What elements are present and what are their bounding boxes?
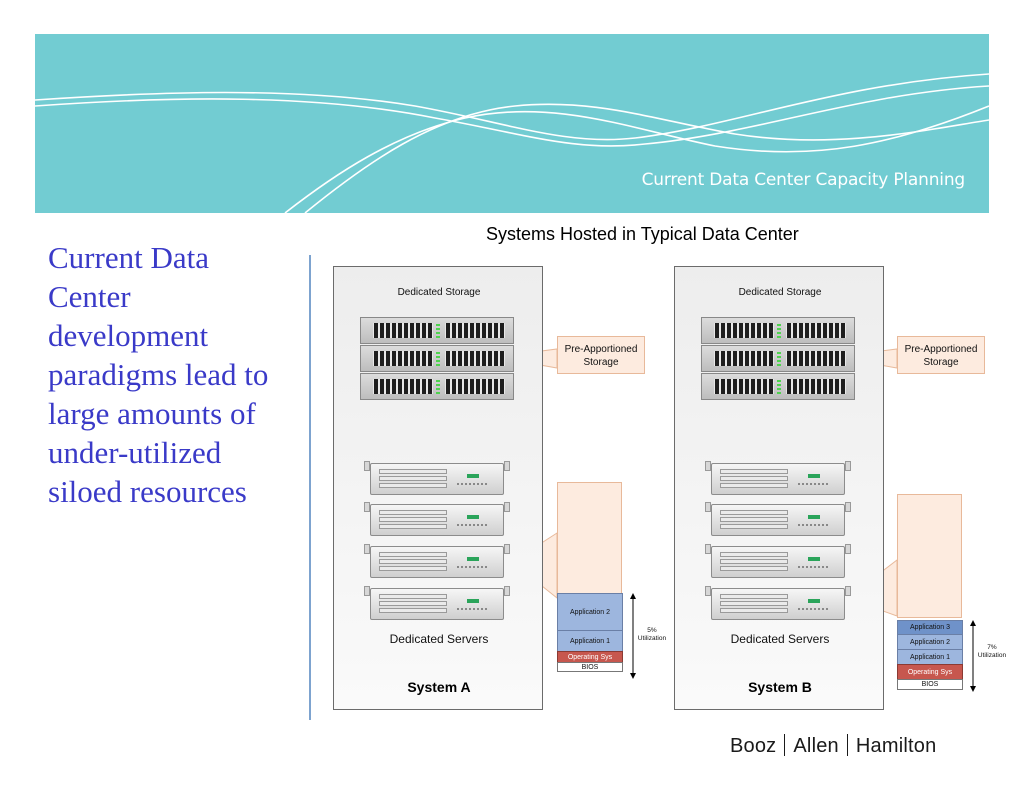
slide-headline: Current Data Center development paradigm… bbox=[48, 240, 269, 509]
storage-unit bbox=[360, 373, 514, 400]
storage-unit bbox=[360, 345, 514, 372]
stack-layer-application-1: Application 1 bbox=[897, 649, 963, 665]
system-a-servers-label: Dedicated Servers bbox=[389, 632, 489, 646]
logo-word-2: Allen bbox=[793, 735, 839, 757]
system-a-storage-label: Dedicated Storage bbox=[397, 287, 481, 298]
stack-layer-application-2: Application 2 bbox=[557, 593, 623, 631]
server-unit bbox=[364, 586, 510, 624]
utilization-arrow bbox=[630, 593, 636, 679]
header-banner: Current Data Center Capacity Planning bbox=[35, 34, 989, 213]
banner-title: Current Data Center Capacity Planning bbox=[641, 170, 966, 190]
system-a-storage-callout: Pre-Apportioned Storage bbox=[557, 336, 645, 374]
logo-word-1: Booz bbox=[730, 735, 777, 757]
server-unit bbox=[705, 544, 851, 582]
system-b-utilization: 7% Utilization bbox=[977, 644, 1007, 659]
system-a-utilization: 5% Utilization bbox=[637, 627, 667, 642]
system-b-software-stack: Application 3 Application 2 Application … bbox=[897, 620, 963, 690]
server-unit bbox=[705, 461, 851, 499]
system-a-box: Dedicated Storage Dedicated Servers Syst… bbox=[333, 266, 543, 710]
system-a-name: System A bbox=[407, 679, 471, 695]
system-b-storage-callout: Pre-Apportioned Storage bbox=[897, 336, 985, 374]
storage-unit bbox=[701, 317, 855, 344]
system-b-storage-label: Dedicated Storage bbox=[738, 287, 822, 298]
server-unit bbox=[364, 544, 510, 582]
system-b-server-callout bbox=[897, 494, 962, 618]
server-unit bbox=[364, 461, 510, 499]
stack-layer-bios: BIOS bbox=[897, 679, 963, 690]
server-unit bbox=[364, 502, 510, 540]
storage-unit bbox=[701, 345, 855, 372]
stack-layer-application-3: Application 3 bbox=[897, 620, 963, 635]
system-b-name: System B bbox=[748, 679, 812, 695]
system-b-box: Dedicated Storage Dedicated Servers Syst… bbox=[674, 266, 884, 710]
server-unit bbox=[705, 502, 851, 540]
system-a-server-callout bbox=[557, 482, 622, 600]
stack-layer-bios: BIOS bbox=[557, 662, 623, 672]
system-a-software-stack: Application 2 Application 1 Operating Sy… bbox=[557, 593, 623, 672]
company-logo: Booz Allen Hamilton bbox=[730, 734, 936, 758]
utilization-arrow bbox=[970, 620, 976, 692]
storage-unit bbox=[701, 373, 855, 400]
stack-layer-application-1: Application 1 bbox=[557, 630, 623, 652]
stack-layer-operating-sys: Operating Sys bbox=[897, 664, 963, 680]
wave-decoration bbox=[35, 73, 989, 213]
logo-word-3: Hamilton bbox=[855, 735, 937, 757]
storage-unit bbox=[360, 317, 514, 344]
system-b-servers-label: Dedicated Servers bbox=[730, 632, 830, 646]
divider-line bbox=[309, 255, 311, 720]
server-unit bbox=[705, 586, 851, 624]
diagram-title: Systems Hosted in Typical Data Center bbox=[486, 224, 799, 244]
stack-layer-application-2: Application 2 bbox=[897, 634, 963, 650]
